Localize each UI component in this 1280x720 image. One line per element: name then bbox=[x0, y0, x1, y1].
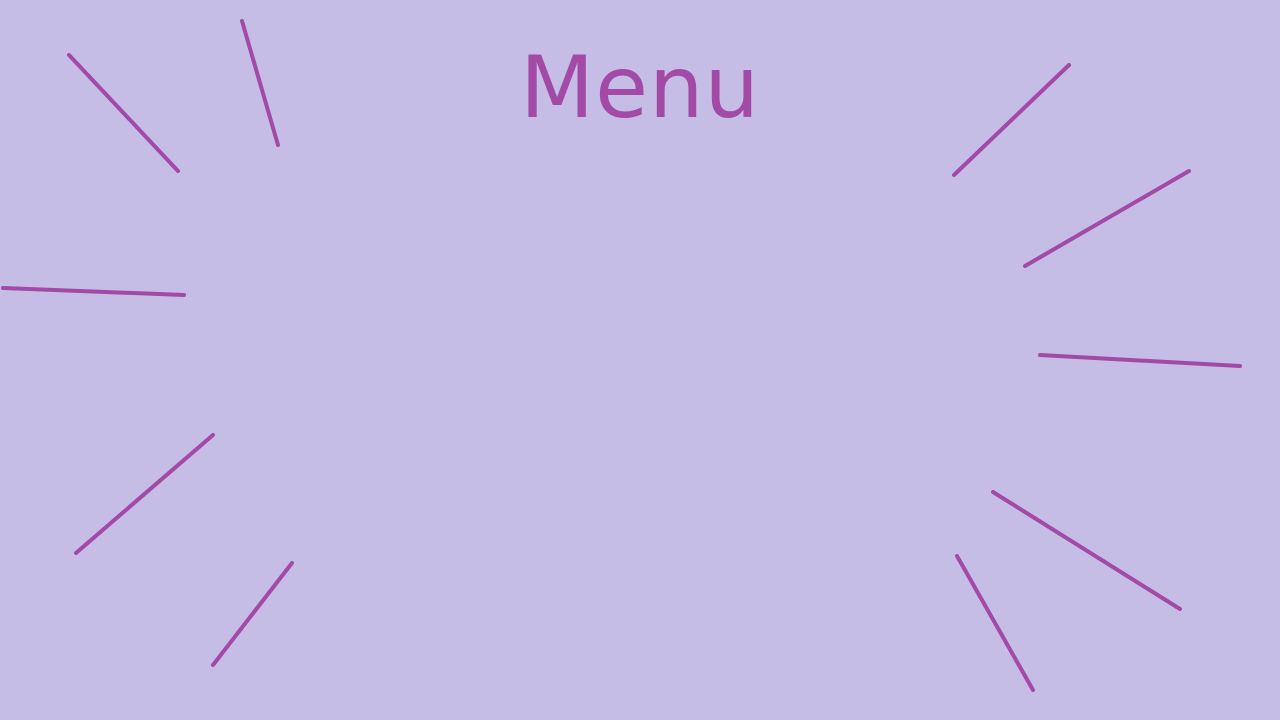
ray-line bbox=[1038, 353, 1242, 368]
ray-line bbox=[955, 554, 1035, 692]
ray-line bbox=[1023, 169, 1191, 268]
ray-line bbox=[991, 490, 1182, 611]
menu-title: Menu bbox=[519, 38, 761, 138]
ray-line bbox=[74, 433, 215, 555]
ray-line bbox=[211, 561, 294, 667]
ray-line bbox=[1, 286, 186, 297]
